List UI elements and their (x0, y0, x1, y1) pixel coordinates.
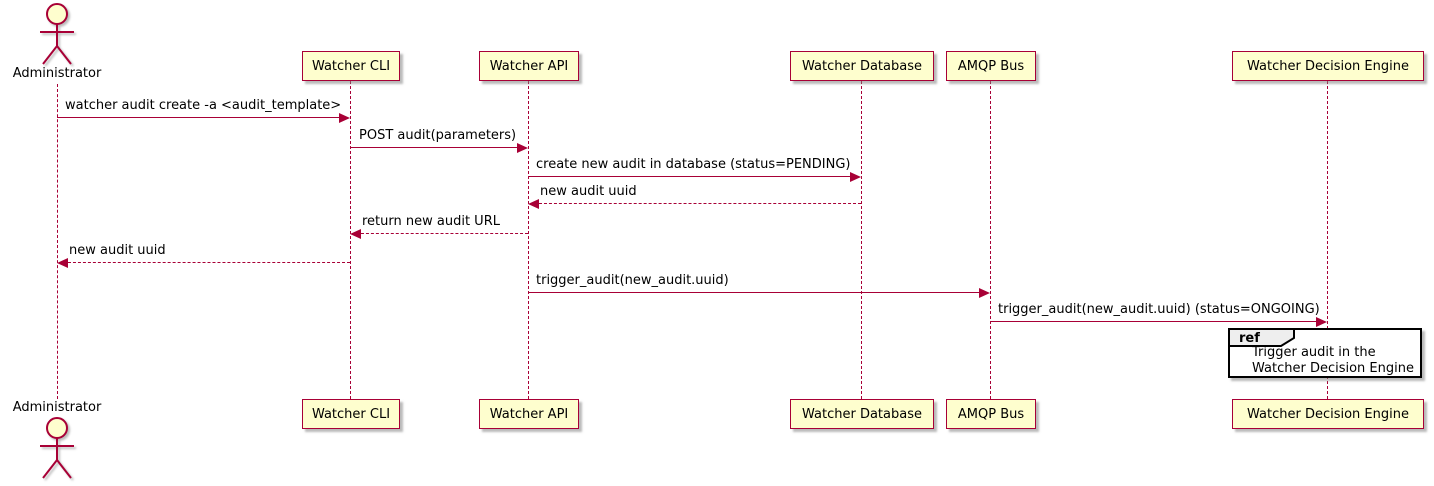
arrowhead-icon (850, 172, 861, 182)
participant-bottom-watcher-decision-engine: Watcher Decision Engine (1232, 399, 1424, 429)
message-line (528, 176, 853, 177)
lifeline-administrator (57, 84, 58, 399)
arrowhead-icon (979, 288, 990, 298)
actor-label-bottom: Administrator (12, 400, 102, 415)
message-line (528, 292, 982, 293)
participant-bottom-watcher-database: Watcher Database (790, 399, 934, 429)
ref-text-line2: Watcher Decision Engine (1252, 361, 1414, 376)
message-label: watcher audit create -a <audit_template> (65, 98, 342, 113)
ref-text: Trigger audit in the Watcher Decision En… (1252, 345, 1414, 377)
ref-keyword: ref (1239, 331, 1260, 346)
arrowhead-icon (57, 258, 68, 268)
message-label: POST audit(parameters) (359, 128, 517, 143)
actor-figure-icon (40, 3, 74, 65)
arrowhead-icon (1316, 317, 1327, 327)
lifeline-watcher-decision-engine (1327, 81, 1328, 399)
arrowhead-icon (528, 199, 539, 209)
message-label: trigger_audit(new_audit.uuid) (536, 273, 729, 288)
message-line (57, 117, 342, 118)
lifeline-watcher-database (861, 81, 862, 399)
participant-top-watcher-api: Watcher API (479, 51, 579, 81)
ref-text-line1: Trigger audit in the (1252, 345, 1376, 360)
message-line (534, 203, 861, 204)
message-label: new audit uuid (540, 184, 637, 199)
ref-tab: ref (1228, 328, 1295, 347)
participant-top-amqp-bus: AMQP Bus (946, 51, 1036, 81)
lifeline-watcher-api (528, 81, 529, 399)
arrowhead-icon (339, 113, 350, 123)
participant-top-watcher-decision-engine: Watcher Decision Engine (1232, 51, 1424, 81)
lifeline-watcher-cli (350, 81, 351, 399)
ref-fragment: ref Trigger audit in the Watcher Decisio… (1228, 328, 1422, 378)
message-line (350, 147, 520, 148)
participant-bottom-watcher-api: Watcher API (479, 399, 579, 429)
participant-bottom-amqp-bus: AMQP Bus (946, 399, 1036, 429)
message-line (63, 262, 350, 263)
actor-label-top: Administrator (12, 66, 102, 81)
message-line (356, 233, 528, 234)
message-label: return new audit URL (362, 214, 500, 229)
participant-bottom-watcher-cli: Watcher CLI (302, 399, 400, 429)
participant-top-watcher-cli: Watcher CLI (302, 51, 400, 81)
arrowhead-icon (350, 229, 361, 239)
message-line (990, 321, 1319, 322)
message-label: trigger_audit(new_audit.uuid) (status=ON… (998, 302, 1320, 317)
actor-figure-icon (40, 417, 74, 479)
arrowhead-icon (517, 143, 528, 153)
message-label: create new audit in database (status=PEN… (536, 157, 851, 172)
message-label: new audit uuid (69, 243, 166, 258)
participant-top-watcher-database: Watcher Database (790, 51, 934, 81)
lifeline-amqp-bus (990, 81, 991, 399)
